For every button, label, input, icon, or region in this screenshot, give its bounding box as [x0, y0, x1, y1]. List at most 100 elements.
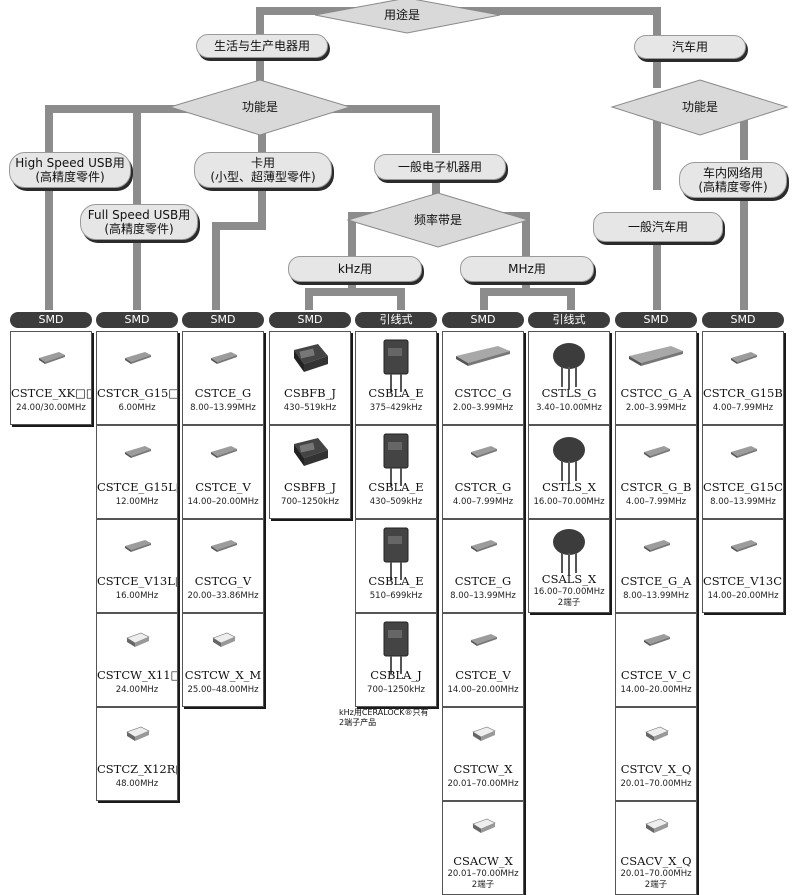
product-name: CSACW_X	[453, 854, 513, 868]
label-auto: 汽车用	[634, 35, 746, 59]
product-image	[529, 430, 609, 490]
product-image	[703, 524, 783, 564]
product-name: CSBLA_E	[368, 480, 424, 494]
product-image	[97, 712, 177, 752]
product-name: CSACV_X_Q	[620, 854, 692, 868]
product-card[interactable]: CSTCR_G15□□□6.00MHz	[96, 331, 178, 425]
product-name: CSTCE_V13C□□	[703, 574, 783, 588]
product-image	[183, 430, 263, 470]
product-name: CSTCE_G15C□□	[703, 480, 783, 494]
product-frequency: 20.01–70.00MHz	[620, 779, 692, 789]
product-name: CSTCE_V13L□□	[97, 574, 177, 588]
product-frequency: 430–509kHz	[369, 497, 423, 507]
product-name: CSTCE_V	[195, 480, 251, 494]
product-card[interactable]: CSTCE_V13C□□14.00–20.00MHz	[702, 519, 784, 613]
product-image	[616, 524, 696, 564]
product-frequency: 2.00–3.99MHz	[625, 403, 687, 413]
product-image	[183, 524, 263, 564]
product-frequency: 16.00MHz	[115, 591, 159, 601]
product-image	[356, 430, 436, 490]
column-header-1: SMD	[96, 312, 178, 328]
product-image	[183, 618, 263, 658]
product-frequency: 8.00–13.99MHz	[450, 591, 516, 601]
product-image	[356, 524, 436, 584]
product-frequency: 4.00–7.99MHz	[625, 497, 687, 507]
column-header-8: SMD	[702, 312, 784, 328]
product-card[interactable]: CSTCE_V_C 14.00–20.00MHz	[615, 613, 697, 707]
label-car-general: 一般汽车用	[593, 212, 723, 242]
product-image	[183, 336, 263, 376]
product-name: CSTCC_G	[454, 386, 512, 400]
product-card[interactable]: CSTCC_G 2.00–3.99MHz	[442, 331, 524, 425]
product-frequency: 6.00MHz	[118, 403, 156, 413]
product-frequency: 24.00/30.00MHz	[16, 403, 86, 413]
product-frequency: 16.00–70.00MHz	[533, 497, 605, 507]
decision-func-right-label: 功能是	[682, 100, 718, 114]
product-card[interactable]: CSTLS_G 3.40–10.00MHz	[528, 331, 610, 425]
product-frequency: 20.00–33.86MHz	[187, 591, 259, 601]
product-image	[97, 430, 177, 470]
product-frequency: 3.40–10.00MHz	[536, 403, 602, 413]
column-header-0: SMD	[10, 312, 92, 328]
product-name: CSTCE_V	[455, 668, 511, 682]
product-name: CSTCE_G_A	[620, 574, 692, 588]
product-card[interactable]: CSTCV_X_Q 20.01–70.00MHz	[615, 707, 697, 801]
product-card[interactable]: CSTCE_XK□□□□ 24.00/30.00MHz	[10, 331, 92, 425]
label-general: 一般电子机器用	[374, 154, 506, 180]
label-appliance: 生活与生产电器用	[196, 34, 328, 58]
product-card[interactable]: CSTCW_X11□□□24.00MHz	[96, 613, 178, 707]
product-image	[443, 336, 523, 376]
product-name: CSBFB_J	[284, 386, 336, 400]
product-image	[443, 712, 523, 752]
product-name: CSBLA_J	[370, 668, 422, 682]
product-image	[616, 336, 696, 376]
product-card[interactable]: CSTCZ_X12R□□48.00MHz	[96, 707, 178, 801]
product-terminal-note: 2端子	[471, 880, 495, 890]
product-card[interactable]: CSBLA_E 430–509kHz	[355, 425, 437, 519]
product-name: CSTLS_G	[541, 386, 597, 400]
product-name: CSTCE_V_C	[620, 668, 692, 682]
product-frequency: 8.00–13.99MHz	[710, 497, 776, 507]
label-car-network: 车内网络用 (高精度零件)	[679, 162, 787, 198]
product-card[interactable]: CSTCE_V13L□□ 16.00MHz	[96, 519, 178, 613]
product-card[interactable]: CSTCR_G15B□□4.00–7.99MHz	[702, 331, 784, 425]
product-name: CSTCW_X_M	[184, 668, 262, 682]
product-name: CSTCV_X_Q	[620, 762, 692, 776]
product-card[interactable]: CSBFB_J 430–519kHz	[269, 331, 351, 425]
product-card[interactable]: CSBLA_E 510–699kHz	[355, 519, 437, 613]
product-card[interactable]: CSTCE_G15L□□12.00MHz	[96, 425, 178, 519]
product-name: CSBLA_E	[368, 574, 424, 588]
decision-func-left	[168, 79, 352, 136]
product-card[interactable]: CSTCE_G15C□□ 8.00–13.99MHz	[702, 425, 784, 519]
product-frequency: 510–699kHz	[369, 591, 423, 601]
product-frequency: 4.00–7.99MHz	[712, 403, 774, 413]
product-frequency: 430–519kHz	[283, 403, 337, 413]
product-frequency: 12.00MHz	[115, 497, 159, 507]
product-frequency: 14.00–20.00MHz	[620, 685, 692, 695]
decision-top	[314, 0, 501, 34]
product-frequency: 2.00–3.99MHz	[452, 403, 514, 413]
product-image	[11, 336, 91, 376]
decision-func-left-label: 功能是	[242, 100, 278, 114]
product-image	[443, 618, 523, 658]
product-name: CSTCE_XK□□□□	[11, 386, 91, 400]
product-frequency: 16.00–70.00MHz	[533, 587, 605, 597]
